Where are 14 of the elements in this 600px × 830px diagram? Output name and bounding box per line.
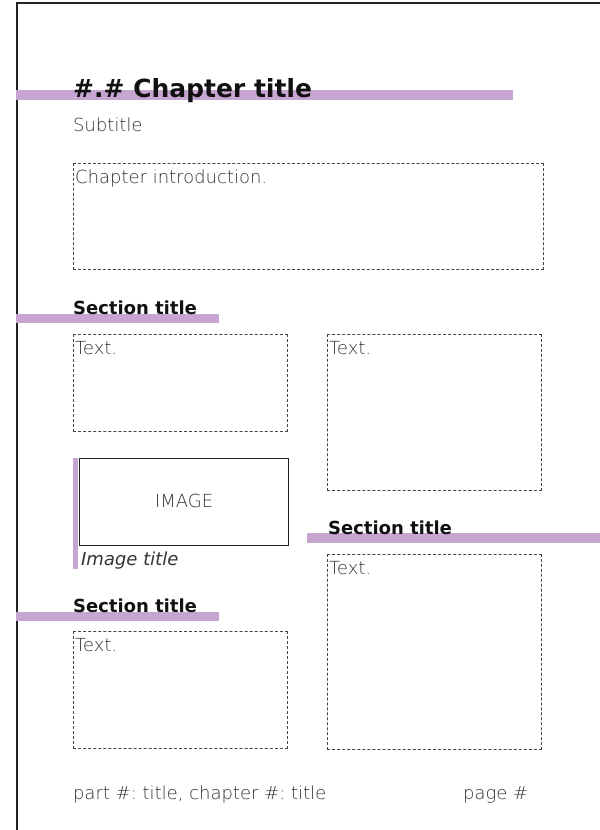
text-field: Text. bbox=[73, 631, 288, 749]
section-title: Section title bbox=[73, 596, 197, 617]
chapter-title: #.# Chapter title bbox=[73, 74, 312, 103]
image-frame-field: IMAGE bbox=[79, 458, 289, 546]
text-field: Text. bbox=[327, 334, 542, 491]
page-number: page # bbox=[463, 783, 528, 804]
text-field: Chapter introduction. bbox=[73, 163, 544, 270]
section-title: Section title bbox=[328, 518, 452, 539]
section-title: Section title bbox=[73, 298, 197, 319]
subtitle: Subtitle bbox=[73, 115, 142, 136]
image-caption: Image title bbox=[81, 549, 178, 570]
text-field: Text. bbox=[73, 334, 288, 432]
text-field: Text. bbox=[327, 554, 542, 750]
footer-text: part #: title, chapter #: title bbox=[73, 783, 326, 804]
